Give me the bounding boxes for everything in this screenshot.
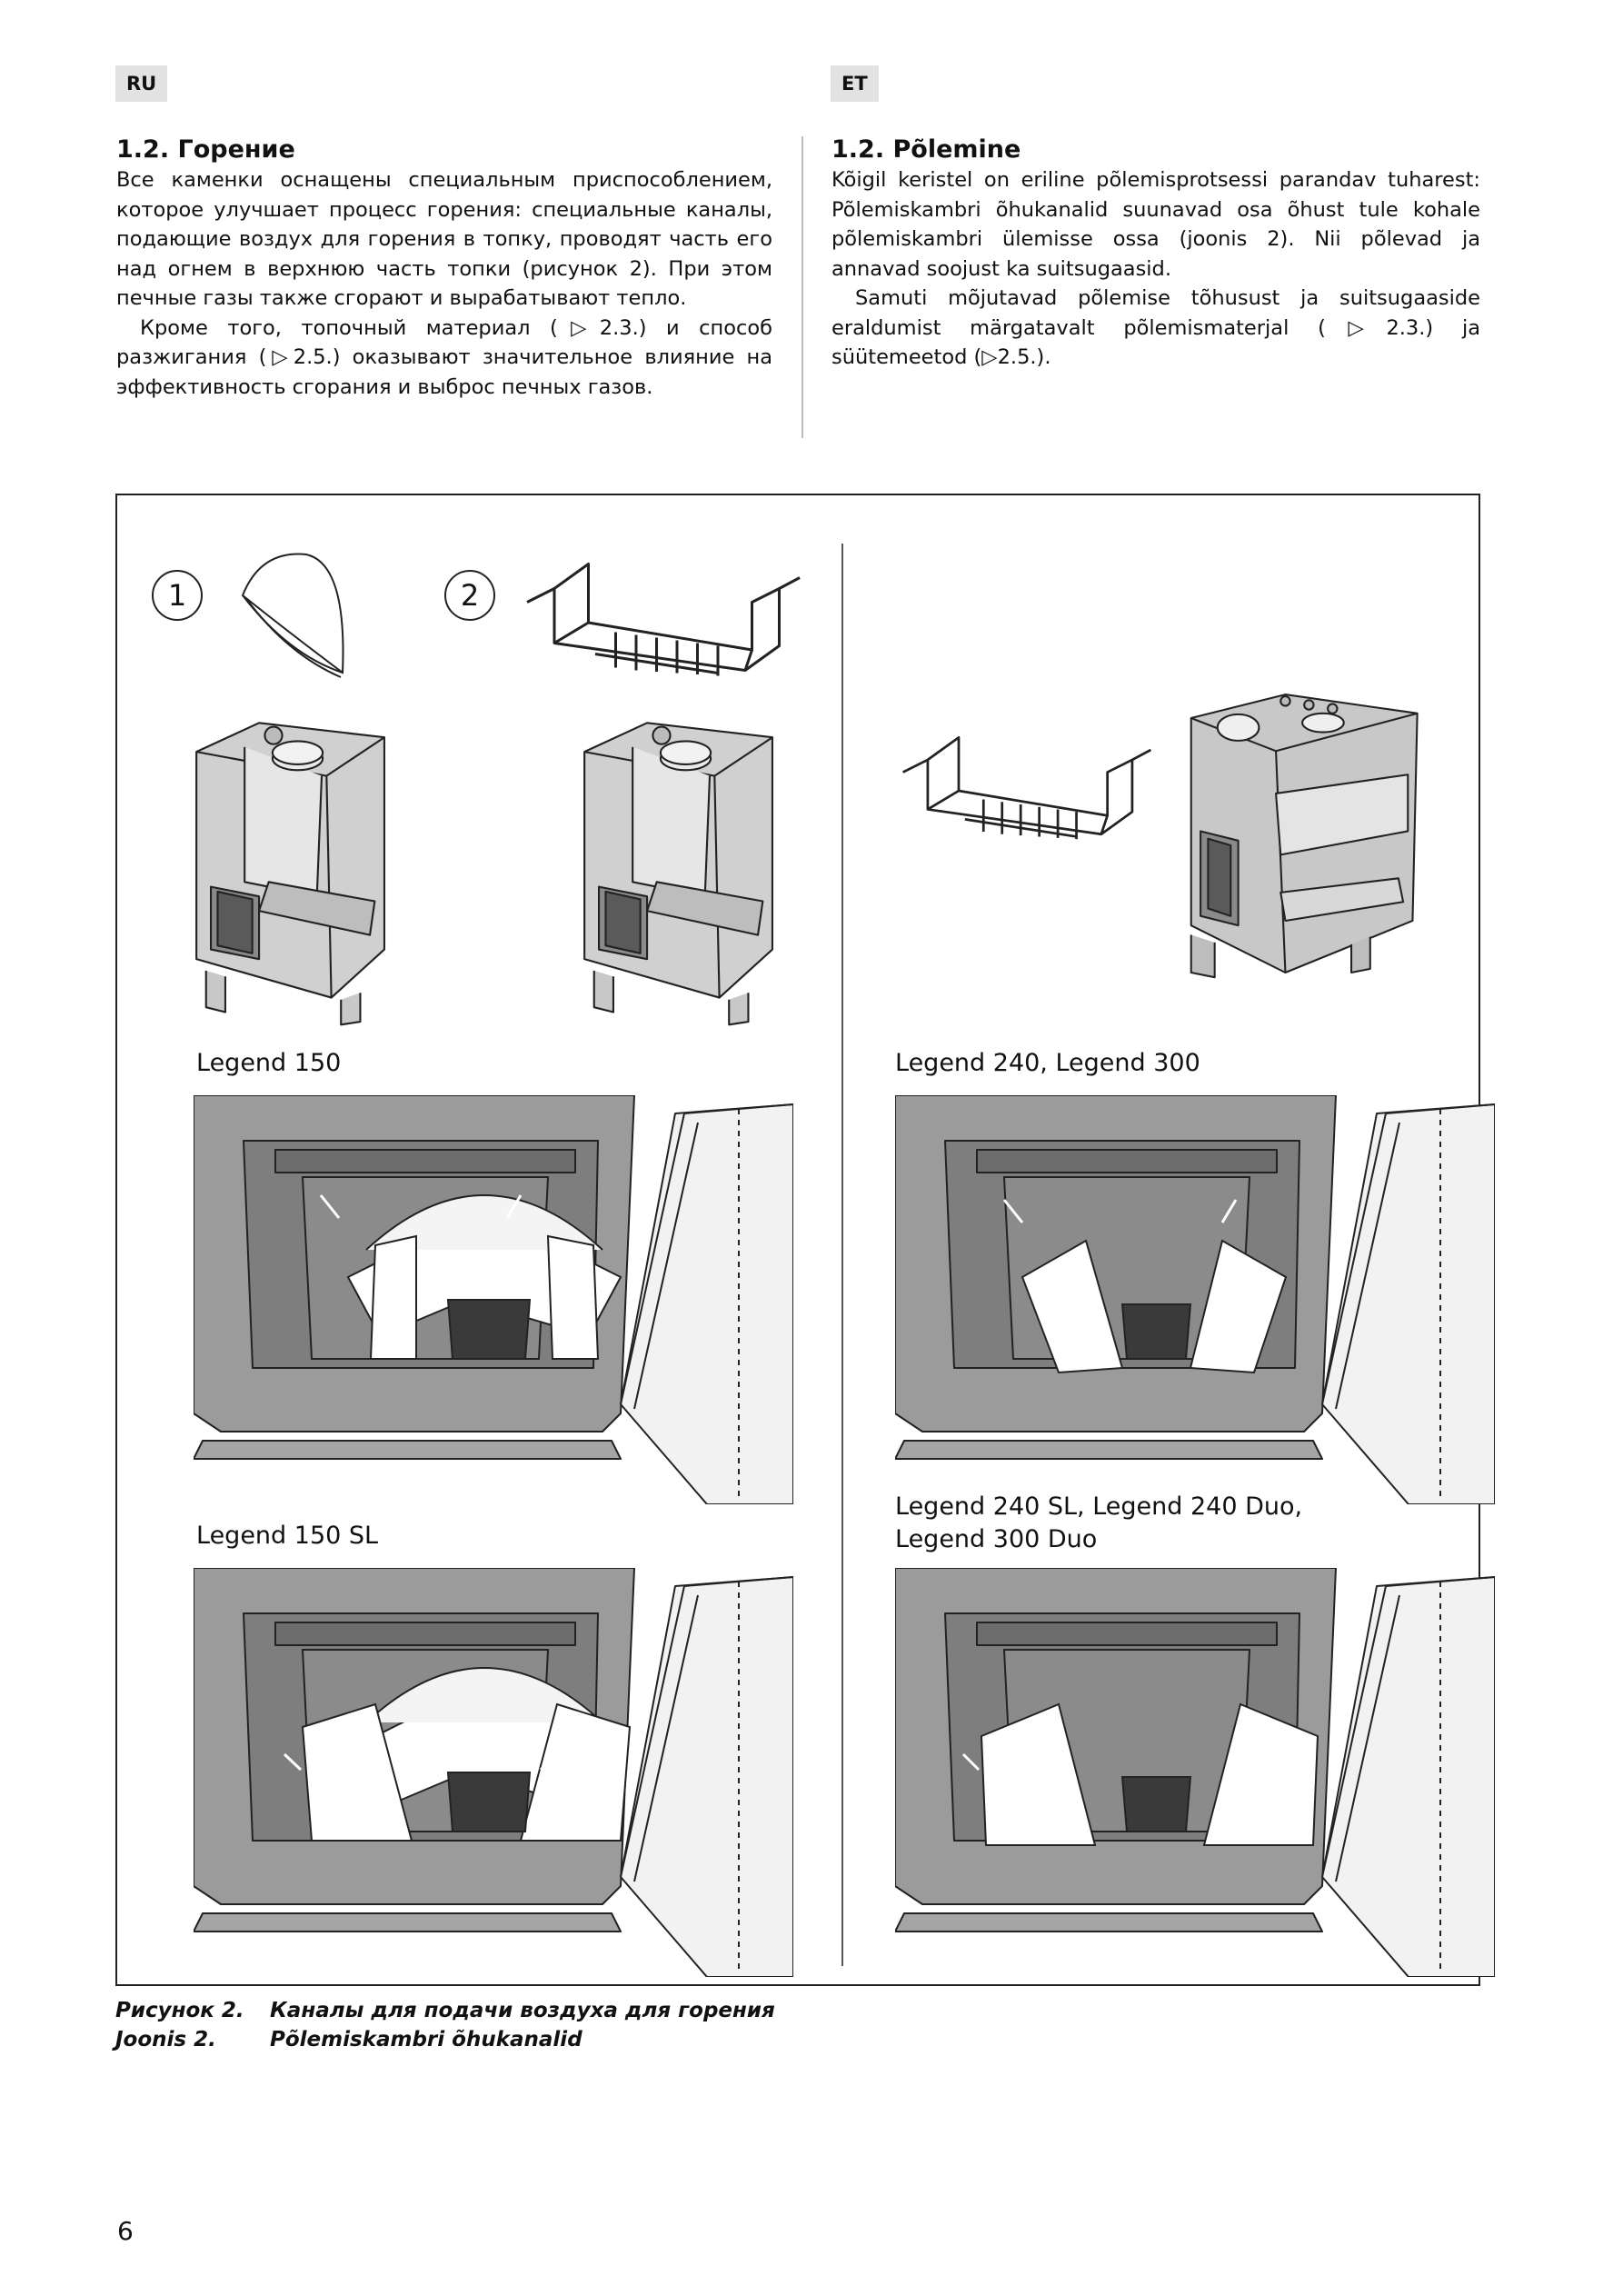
label-legend-240-sl-line1: Legend 240 SL, Legend 240 Duo, bbox=[895, 1492, 1303, 1521]
firebox-view-legend-240-sl bbox=[895, 1568, 1495, 1977]
et-heading: 1.2. Põlemine bbox=[831, 135, 1021, 164]
caption-et-text: Põlemiskambri õhukanalid bbox=[270, 2028, 582, 2051]
caption-et-number: Joonis 2. bbox=[115, 2028, 216, 2051]
deflector-illustration bbox=[241, 553, 344, 678]
caption-ru-number: Рисунок 2. bbox=[115, 1999, 244, 2022]
figure-caption: Рисунок 2. Каналы для подачи воздуха для … bbox=[115, 1996, 775, 2054]
stove-240-cutaway bbox=[1172, 668, 1427, 1023]
marker-2: 2 bbox=[444, 570, 495, 621]
ru-paragraph-2: Кроме того, топочный материал (▷2.3.) и … bbox=[116, 315, 772, 399]
label-legend-240-sl-line2: Legend 300 Duo bbox=[895, 1525, 1098, 1553]
air-channel-illustration-right bbox=[891, 718, 1163, 863]
et-column: 1.2. Põlemine Kõigil keristel on eriline… bbox=[831, 135, 1480, 373]
et-paragraph-1: Kõigil keristel on eriline põlemisprotse… bbox=[831, 168, 1480, 281]
stove-150-cutaway bbox=[186, 718, 409, 1036]
ru-paragraph-1: Все каменки оснащены специальным приспос… bbox=[116, 168, 772, 310]
firebox-view-legend-150 bbox=[194, 1095, 793, 1504]
stove-150-sl-cutaway bbox=[574, 718, 797, 1036]
label-legend-150: Legend 150 bbox=[196, 1049, 342, 1077]
firebox-view-legend-150-sl bbox=[194, 1568, 793, 1977]
firebox-view-legend-240 bbox=[895, 1095, 1495, 1504]
page-number: 6 bbox=[117, 2216, 134, 2246]
ru-heading: 1.2. Горение bbox=[116, 135, 295, 164]
label-legend-150-sl: Legend 150 SL bbox=[196, 1522, 379, 1550]
air-channel-illustration-top bbox=[513, 545, 813, 700]
caption-ru-text: Каналы для подачи воздуха для горения bbox=[270, 1999, 775, 2022]
et-language-tag: ET bbox=[831, 65, 879, 102]
ru-column: 1.2. Горение Все каменки оснащены специа… bbox=[116, 135, 772, 402]
column-divider bbox=[802, 136, 803, 438]
et-paragraph-2: Samuti mõjutavad põlemise tõhusust ja su… bbox=[831, 286, 1480, 369]
marker-1: 1 bbox=[152, 570, 203, 621]
ru-language-tag: RU bbox=[115, 65, 168, 102]
label-legend-240: Legend 240, Legend 300 bbox=[895, 1049, 1200, 1077]
figure-divider bbox=[841, 544, 843, 1966]
